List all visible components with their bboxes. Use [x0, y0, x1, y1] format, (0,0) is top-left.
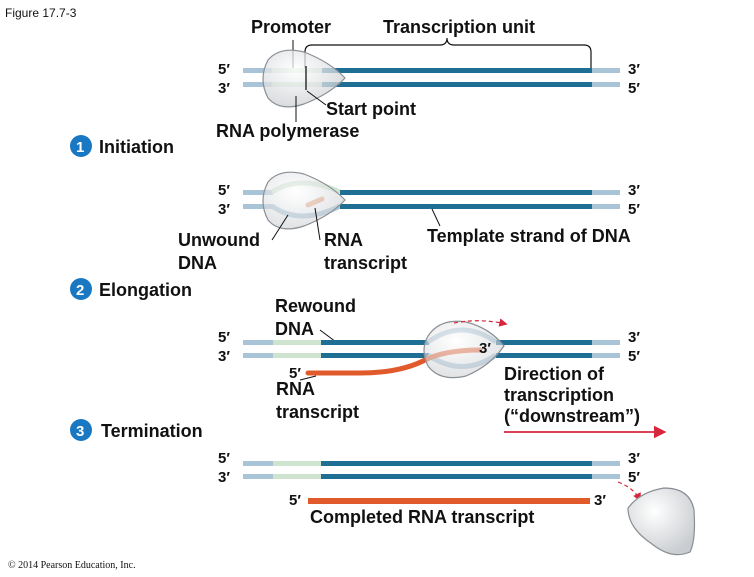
- dna-strand-top-p2-right: [496, 340, 592, 345]
- direction-label-2: transcription: [504, 385, 614, 405]
- dna-strand-bottom-p2-right: [496, 353, 592, 358]
- rna-3-end-p3: 3′: [594, 492, 606, 509]
- dna-end-3-p1: 3′: [218, 201, 230, 218]
- dna-light-right-top: [592, 68, 620, 73]
- step-3-circle: [70, 419, 92, 441]
- dna-light-right-top-p2: [592, 340, 620, 345]
- dna-strand-top: [322, 68, 592, 73]
- panel-initiation: 5′ 3′ 3′ 5′ Unwound DNA RNA transcript T…: [178, 171, 640, 273]
- dna-end-5-p2-right: 5′: [628, 348, 640, 365]
- dna-light-left-bottom-p3: [243, 474, 273, 479]
- dna-end-5-p3-right: 5′: [628, 469, 640, 486]
- dna-end-3-p3-right: 3′: [628, 450, 640, 467]
- released-rna-polymerase: [627, 487, 696, 556]
- dna-end-3-p2: 3′: [218, 348, 230, 365]
- completed-rna-label: Completed RNA transcript: [310, 507, 534, 527]
- step-2-heading: 2 Elongation: [70, 278, 192, 300]
- step-1-circle: [70, 135, 92, 157]
- panel-elongation: Rewound DNA 5′ 3′ 3′ 5′ 5′ 3′ RNA transc…: [218, 296, 667, 439]
- template-strand-label: Template strand of DNA: [427, 226, 631, 246]
- dna-end-3-right: 3′: [628, 61, 640, 78]
- dna-strand-bottom-p1: [340, 204, 592, 209]
- rna-5-end-p3: 5′: [289, 492, 301, 509]
- panel-promoter: Promoter Transcription unit 5′ 3′ 3′ 5′ …: [216, 17, 640, 141]
- dna-end-5-p2: 5′: [218, 329, 230, 346]
- rna-transcript-leader-p1: [314, 207, 321, 241]
- completed-rna-transcript: [308, 498, 590, 504]
- rna-polymerase-shape-p2: [423, 320, 505, 379]
- dna-light-right-top-p1: [592, 190, 620, 195]
- promoter-label: Promoter: [251, 17, 331, 37]
- unwound-dna-label-2: DNA: [178, 253, 217, 273]
- dna-strand-top-p1: [340, 190, 592, 195]
- rna-5-end-p2: 5′: [289, 365, 301, 382]
- dna-end-3-top: 3′: [218, 80, 230, 97]
- figure-label: Figure 17.7-3: [5, 6, 77, 20]
- dna-end-3-p3: 3′: [218, 469, 230, 486]
- dna-end-3-p1-right: 3′: [628, 182, 640, 199]
- rewound-dna-label-1: Rewound: [275, 296, 356, 316]
- start-point-leader: [306, 90, 327, 106]
- dna-light-right-bottom: [592, 82, 620, 87]
- template-strand-leader: [431, 208, 441, 227]
- rna-transcript-label-p1-2: transcript: [324, 253, 407, 273]
- rewound-dna-label-2: DNA: [275, 319, 314, 339]
- rna-transcript-label-p1-1: RNA: [324, 230, 363, 250]
- step-2-number: 2: [76, 282, 84, 299]
- step-1-number: 1: [76, 139, 84, 156]
- promoter-region-bottom-p2: [273, 353, 321, 358]
- dna-light-left-bottom-p1: [243, 204, 273, 209]
- transcription-unit-label: Transcription unit: [383, 17, 535, 37]
- step-3-number: 3: [76, 423, 84, 440]
- step-3-heading: 3 Termination: [70, 419, 203, 441]
- dna-light-right-bottom-p1: [592, 204, 620, 209]
- step-1-heading: 1 Initiation: [70, 135, 174, 157]
- rna-transcript-label-p2-1: RNA: [276, 379, 315, 399]
- rna-3-end-p2: 3′: [479, 340, 491, 357]
- dna-strand-bottom: [322, 82, 592, 87]
- step-3-label: Termination: [101, 421, 203, 441]
- direction-label-3: (“downstream”): [504, 406, 640, 426]
- dna-light-left-top-p3: [243, 461, 273, 466]
- rna-transcript-label-p2-2: transcript: [276, 402, 359, 422]
- dna-light-left-top-p1: [243, 190, 273, 195]
- dna-light-left-top-p2: [243, 340, 273, 345]
- rna-polymerase-shape-p1: [262, 171, 346, 230]
- rna-polymerase-label: RNA polymerase: [216, 121, 359, 141]
- dna-end-5-top: 5′: [218, 61, 230, 78]
- step-2-label: Elongation: [99, 280, 192, 300]
- unwound-dna-leader: [271, 214, 289, 241]
- dna-light-left-bottom-p2: [243, 353, 273, 358]
- polymerase-release-arrow: [617, 481, 641, 502]
- copyright-credit: © 2014 Pearson Education, Inc.: [8, 560, 136, 571]
- dna-strand-bottom-p2-left: [321, 353, 429, 358]
- panel-termination: 5′ 3′ 3′ 5′ 5′ 3′ Completed RNA transcri…: [218, 450, 696, 556]
- promoter-region-bottom-p3: [273, 474, 321, 479]
- promoter-region-top-p2: [273, 340, 321, 345]
- dna-strand-top-p2-left: [321, 340, 429, 345]
- dna-strand-bottom-p3: [321, 474, 592, 479]
- dna-light-right-bottom-p3: [592, 474, 620, 479]
- dna-end-5-p3: 5′: [218, 450, 230, 467]
- rna-polymerase-shape: [262, 49, 346, 108]
- direction-label-1: Direction of: [504, 364, 605, 384]
- dna-end-5-p1: 5′: [218, 182, 230, 199]
- dna-strand-top-p3: [321, 461, 592, 466]
- dna-light-right-top-p3: [592, 461, 620, 466]
- dna-end-5-right: 5′: [628, 80, 640, 97]
- dna-end-3-p2-right: 3′: [628, 329, 640, 346]
- start-point-label: Start point: [326, 99, 416, 119]
- dna-end-5-p1-right: 5′: [628, 201, 640, 218]
- rna-transcript-leader-p2: [299, 375, 317, 381]
- step-1-label: Initiation: [99, 137, 174, 157]
- step-2-circle: [70, 278, 92, 300]
- unwound-dna-label-1: Unwound: [178, 230, 260, 250]
- dna-light-right-bottom-p2: [592, 353, 620, 358]
- promoter-region-top-p3: [273, 461, 321, 466]
- transcription-unit-bracket: [304, 37, 592, 70]
